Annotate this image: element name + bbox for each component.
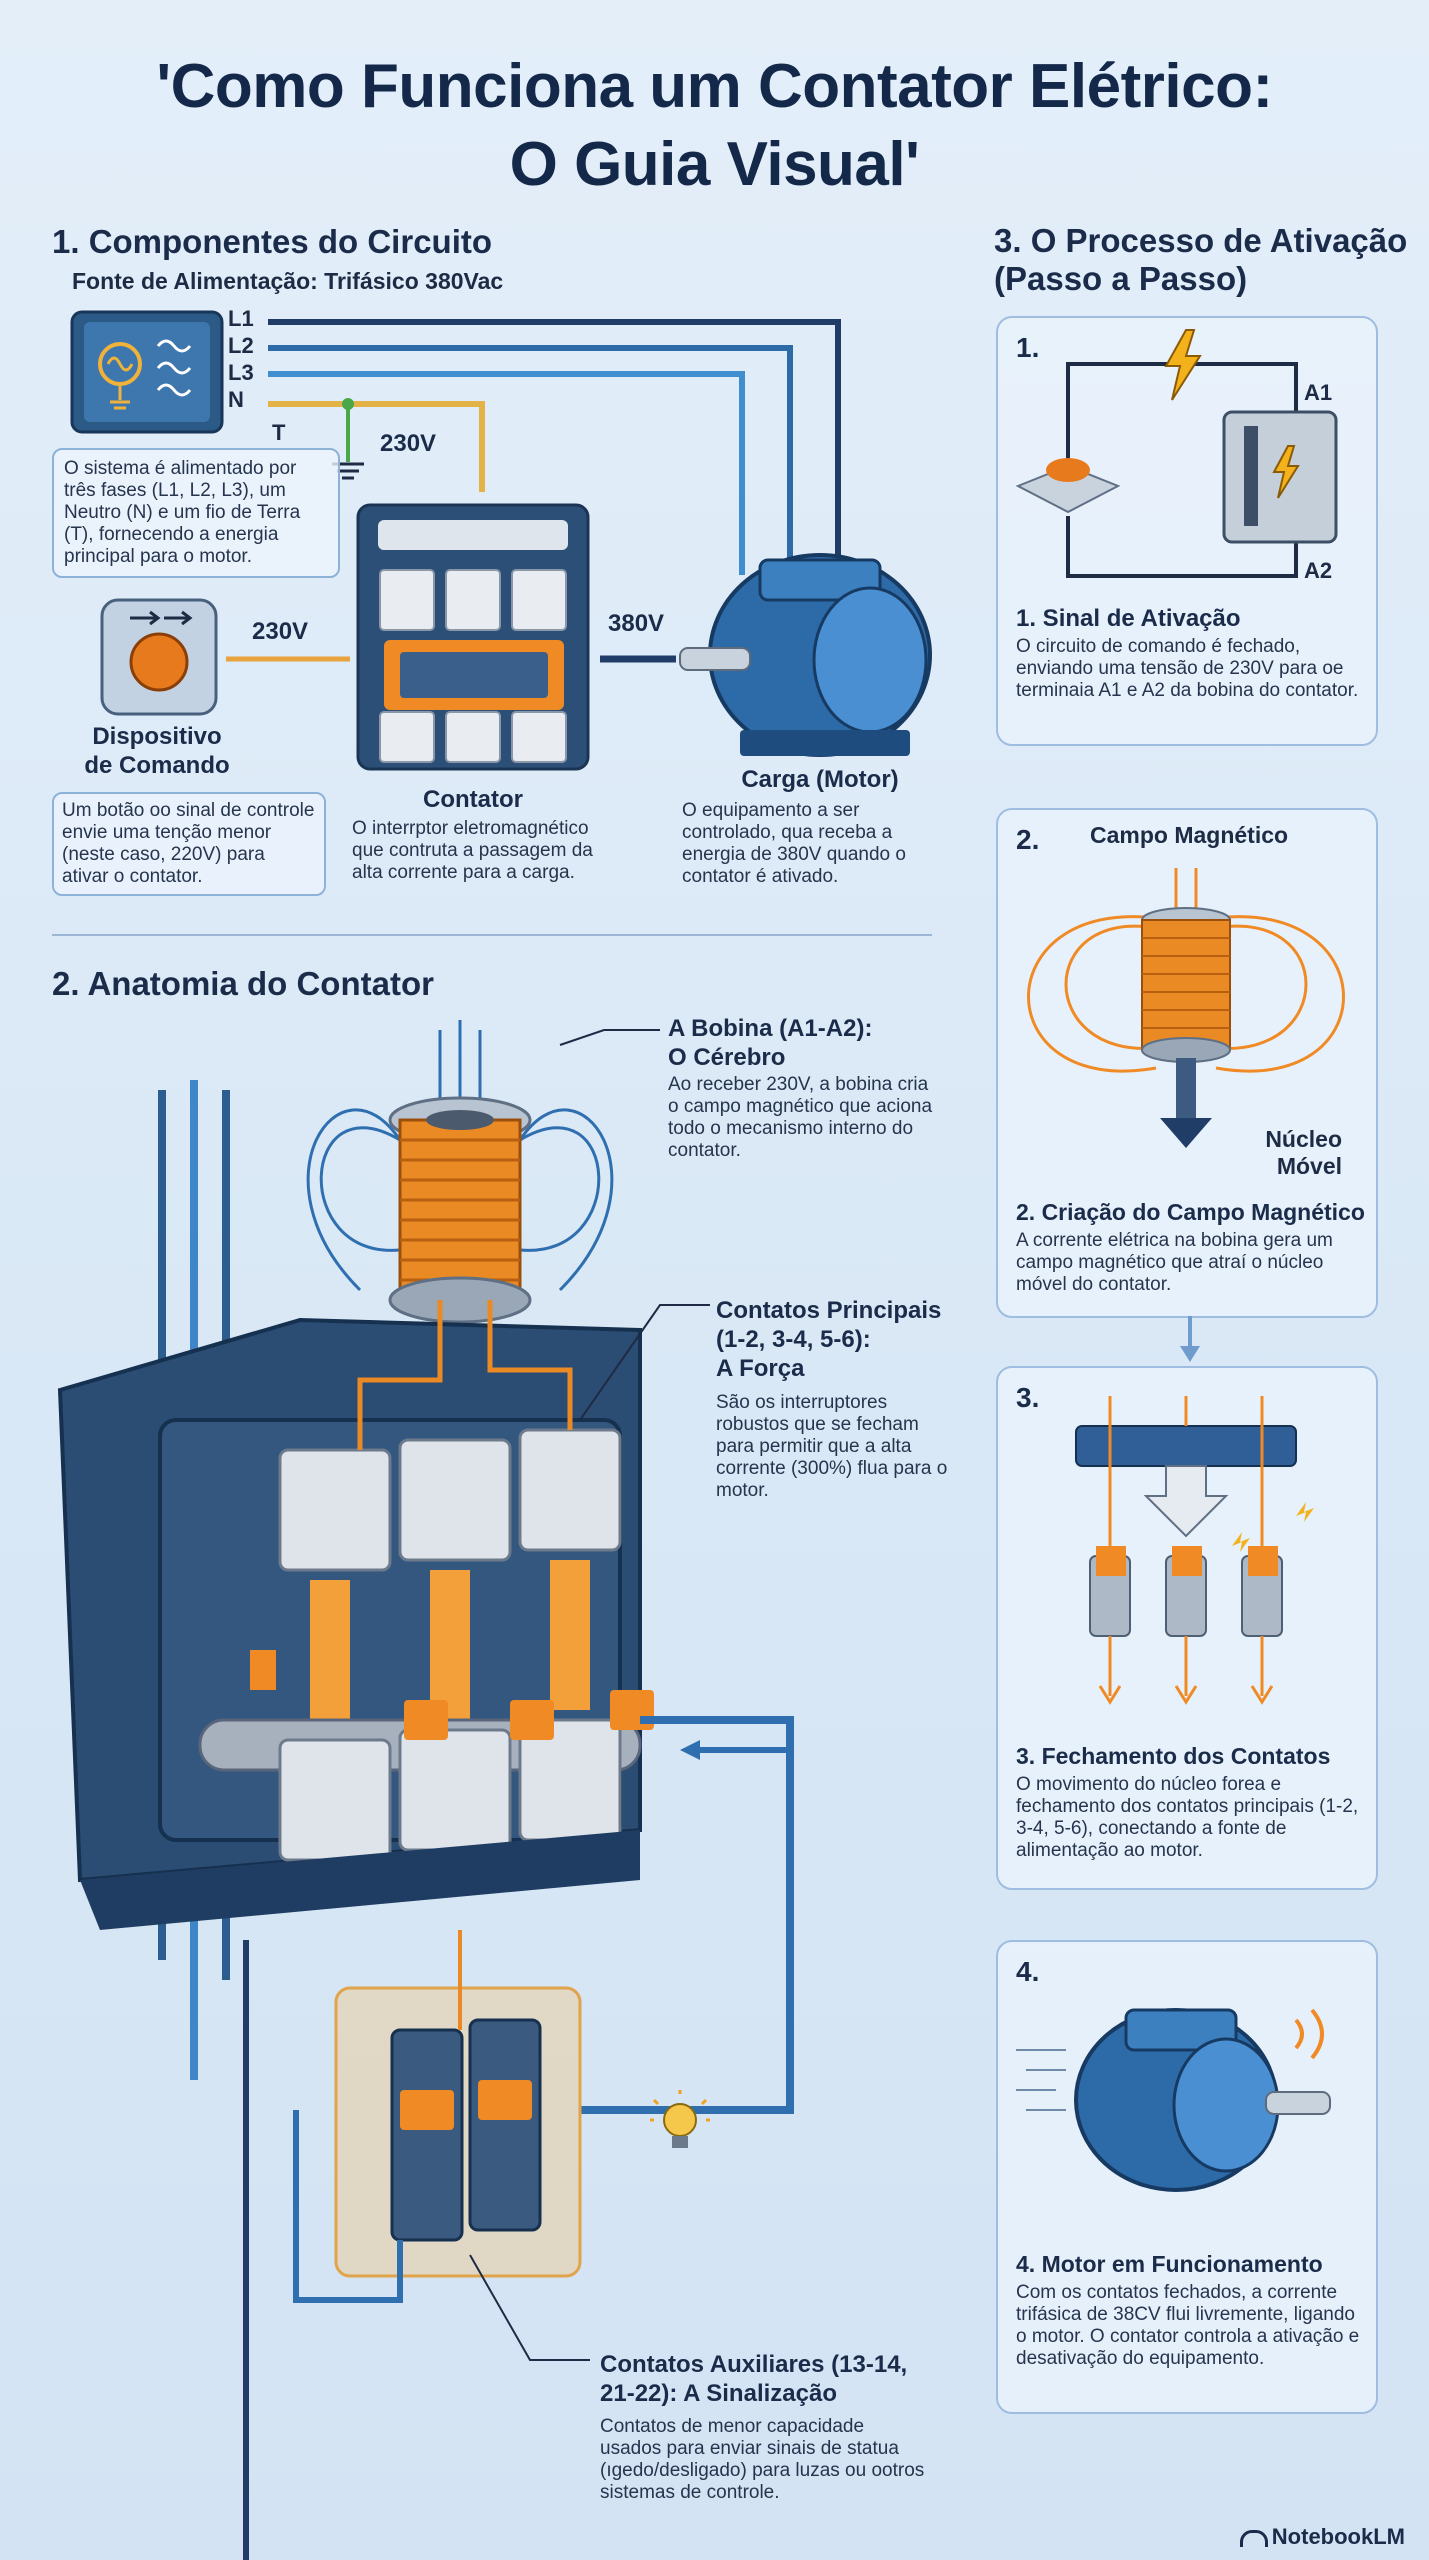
line-l3: L3: [228, 360, 254, 385]
command-description: Um botão oo sinal de controle envie uma …: [52, 792, 326, 896]
step-connector-arrow: [1180, 1316, 1200, 1362]
section3-heading-line-1: 3. O Processo de Ativação: [994, 222, 1408, 259]
main-contacts-description: São os interruptores robustos que se fec…: [716, 1392, 948, 1501]
aux-title-line-2: 21-22): A Sinalização: [600, 2380, 837, 2407]
step-4-motor-illustration: [1016, 2008, 1331, 2192]
step-2-illustration: [1027, 868, 1345, 1148]
section2-heading: 2. Anatomia do Contator: [52, 965, 434, 1002]
line-labels: L1 L2 L3 N: [228, 305, 254, 413]
line-t: T: [272, 420, 286, 445]
coil-title-line-1: A Bobina (A1-A2):: [668, 1015, 873, 1042]
line-n: N: [228, 387, 244, 412]
coil-callout-title: A Bobina (A1-A2): O Cérebro: [668, 1014, 958, 1072]
lightning-icon: [1164, 329, 1202, 401]
power-description: O sistema é alimentado por três fases (L…: [52, 448, 340, 578]
step-1-number: 1.: [1016, 332, 1040, 363]
command-label-line-1: Dispositivo: [92, 723, 222, 750]
step-3-illustration: [1075, 1396, 1314, 1705]
aux-title-line-1: Contatos Auxiliares (13-14,: [600, 2351, 908, 2378]
push-button-icon: [100, 598, 218, 716]
field-label: Campo Magnético: [1090, 822, 1289, 848]
main-title-line-3: A Força: [716, 1355, 805, 1382]
section-divider: [52, 934, 932, 936]
step-4-description: Com os contatos fechados, a corrente tri…: [1016, 2282, 1360, 2369]
core-label-line-2: Móvel: [1276, 1153, 1342, 1179]
section3-heading: 3. O Processo de Ativação (Passo a Passo…: [994, 222, 1414, 298]
step-1-illustration: [1015, 362, 1338, 578]
motor-label: Carga (Motor): [741, 766, 899, 793]
terminal-a2: A2: [1304, 558, 1333, 583]
lightning-icon: [1272, 445, 1300, 499]
voltage-230-top: 230V: [380, 430, 437, 457]
line-l2: L2: [228, 333, 254, 358]
aux-contacts-callout-title: Contatos Auxiliares (13-14, 21-22): A Si…: [600, 2350, 960, 2408]
contactor-anatomy-illustration: [57, 1020, 794, 2560]
step-4-title: 4. Motor em Funcionamento: [1016, 2251, 1323, 2277]
coil-title-line-2: O Cérebro: [668, 1044, 786, 1071]
step-1-title: 1. Sinal de Ativação: [1016, 605, 1241, 632]
main-contacts-callout-title: Contatos Principais (1-2, 3-4, 5-6): A F…: [716, 1296, 976, 1383]
step-2-number: 2.: [1016, 824, 1040, 855]
voltage-230-left: 230V: [252, 618, 309, 645]
voltage-380: 380V: [608, 610, 665, 637]
command-label-line-2: de Comando: [84, 752, 230, 779]
terminal-a1: A1: [1304, 380, 1333, 405]
step-3-number: 3.: [1016, 1382, 1040, 1413]
step-2-title: 2. Criação do Campo Magnético: [1016, 1199, 1365, 1225]
bulb-icon: [650, 2090, 710, 2148]
step-2-description: A corrente elétrica na bobina gera um ca…: [1016, 1230, 1333, 1295]
power-lines-diagram: [70, 310, 932, 771]
line-l1: L1: [228, 306, 254, 331]
contactor-label: Contator: [423, 786, 523, 813]
notebooklm-logo-icon: [1239, 2529, 1268, 2547]
sine-wave-icon: [98, 339, 192, 410]
page-title: 'Como Funciona um Contator Elétrico: O G…: [0, 48, 1429, 204]
section3-heading-line-2: (Passo a Passo): [994, 260, 1248, 297]
contactor-description: O interrptor eletromagnético que contrut…: [352, 818, 593, 883]
power-source-label: Fonte de Alimentação: Trifásico 380Vac: [72, 268, 504, 294]
main-title-line-1: Contatos Principais: [716, 1297, 942, 1324]
step-3-title: 3. Fechamento dos Contatos: [1016, 1743, 1331, 1769]
step-3-description: O movimento do núcleo forea e fechamento…: [1016, 1774, 1359, 1861]
brand-footer: NotebookLM: [1239, 2524, 1405, 2550]
step-4-number: 4.: [1016, 1956, 1040, 1987]
command-device-label: Dispositivo de Comando: [52, 722, 262, 780]
main-title-line-2: (1-2, 3-4, 5-6):: [716, 1326, 871, 1353]
title-line-2: O Guia Visual': [509, 130, 920, 199]
aux-contacts-description: Contatos de menor capacidade usados para…: [600, 2416, 925, 2503]
title-line-1: 'Como Funciona um Contator Elétrico:: [156, 52, 1273, 121]
core-label: Núcleo Móvel: [1262, 1126, 1342, 1180]
core-label-line-1: Núcleo: [1265, 1126, 1342, 1152]
brand-name: NotebookLM: [1271, 2524, 1405, 2549]
motor-description: O equipamento a ser controlado, qua rece…: [682, 800, 906, 887]
step-1-description: O circuito de comando é fechado, enviand…: [1016, 636, 1359, 701]
coil-description: Ao receber 230V, a bobina cria o campo m…: [668, 1074, 933, 1161]
section1-heading: 1. Componentes do Circuito: [52, 223, 493, 260]
